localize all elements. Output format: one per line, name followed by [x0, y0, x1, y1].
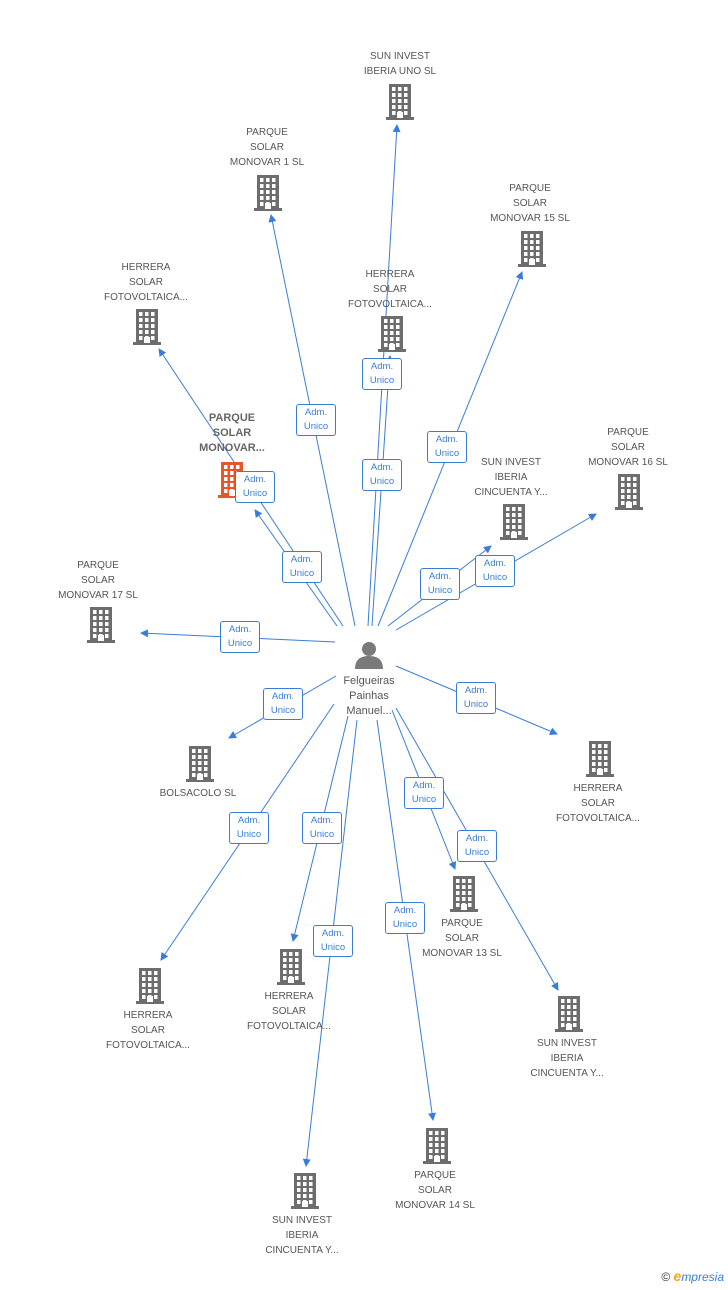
role-line-1: Adm. — [271, 691, 295, 702]
role-line-2: Unico — [227, 638, 253, 649]
role-badge-n11[interactable]: Adm. Unico — [456, 682, 496, 714]
role-line-2: Unico — [309, 829, 335, 840]
person-name[interactable]: Felgueiras Painhas Manuel... — [343, 675, 395, 717]
company-label-n3[interactable]: PARQUE SOLAR MONOVAR 15 SL — [490, 183, 570, 224]
role-badge-n2[interactable]: Adm. Unico — [296, 404, 336, 436]
building-icon[interactable] — [378, 316, 406, 352]
role-line-2: Unico — [369, 476, 395, 487]
company-label-n1[interactable]: SUN INVEST IBERIA UNO SL — [363, 51, 437, 77]
building-icon[interactable] — [518, 231, 546, 267]
building-icon[interactable] — [586, 741, 614, 777]
role-line-1: Adm. — [304, 407, 328, 418]
role-badge-n15[interactable]: Adm. Unico — [457, 830, 497, 862]
building-icon[interactable] — [615, 474, 643, 510]
building-icon[interactable] — [555, 996, 583, 1032]
company-label-n5[interactable]: HERRERA SOLAR FOTOVOLTAICA... — [348, 269, 432, 310]
brand-logo-text: mpresia — [681, 1270, 724, 1284]
company-label-n2[interactable]: PARQUE SOLAR MONOVAR 1 SL — [229, 127, 305, 168]
building-icon[interactable] — [277, 949, 305, 985]
role-badge-n16[interactable]: Adm. Unico — [385, 902, 425, 934]
role-line-1: Adm. — [290, 554, 314, 565]
role-line-1: Adm. — [243, 474, 267, 485]
company-label-n6[interactable]: PARQUE SOLAR MONOVAR... — [199, 412, 265, 454]
building-icon[interactable] — [254, 175, 282, 211]
role-line-2: Unico — [392, 919, 418, 930]
company-label-n7[interactable]: PARQUE SOLAR MONOVAR 16 SL — [588, 427, 668, 468]
role-line-1: Adm. — [370, 361, 394, 372]
role-badge-n3[interactable]: Adm. Unico — [427, 431, 467, 463]
building-icon[interactable] — [423, 1128, 451, 1164]
building-icon[interactable] — [500, 504, 528, 540]
role-badge-n14[interactable]: Adm. Unico — [302, 812, 342, 844]
company-label-n14[interactable]: HERRERA SOLAR FOTOVOLTAICA... — [247, 991, 331, 1032]
role-badge-n17[interactable]: Adm. Unico — [313, 925, 353, 957]
role-line-2: Unico — [303, 421, 329, 432]
company-label-n12[interactable]: PARQUE SOLAR MONOVAR 13 SL — [422, 918, 502, 959]
role-line-1: Adm. — [428, 571, 452, 582]
company-label-n9[interactable]: PARQUE SOLAR MONOVAR 17 SL — [58, 560, 138, 601]
building-icon[interactable] — [386, 84, 414, 120]
role-line-1: Adm. — [465, 833, 489, 844]
role-line-2: Unico — [369, 375, 395, 386]
building-icon[interactable] — [186, 746, 214, 782]
role-badge-n9[interactable]: Adm. Unico — [220, 621, 260, 653]
building-icon[interactable] — [133, 309, 161, 345]
role-badge-n8[interactable]: Adm. Unico — [420, 568, 460, 600]
company-label-n10[interactable]: BOLSACOLO SL — [159, 788, 237, 799]
building-icon[interactable] — [87, 607, 115, 643]
edge-line-n5 — [371, 355, 394, 627]
role-line-1: Adm. — [464, 685, 488, 696]
role-line-2: Unico — [427, 585, 453, 596]
role-line-1: Adm. — [310, 815, 334, 826]
role-line-1: Adm. — [321, 928, 345, 939]
company-label-n11[interactable]: HERRERA SOLAR FOTOVOLTAICA... — [556, 783, 640, 824]
company-label-n4[interactable]: HERRERA SOLAR FOTOVOLTAICA... — [104, 262, 188, 303]
role-badge-n6[interactable]: Adm. Unico — [282, 551, 322, 583]
role-line-2: Unico — [434, 448, 460, 459]
role-line-2: Unico — [270, 705, 296, 716]
role-line-1: Adm. — [228, 624, 252, 635]
company-label-n15[interactable]: SUN INVEST IBERIA CINCUENTA Y... — [530, 1038, 604, 1079]
person-icon[interactable] — [354, 640, 384, 670]
role-line-1: Adm. — [393, 905, 417, 916]
footer-brand: © empresia — [661, 1268, 724, 1284]
building-icon[interactable] — [291, 1173, 319, 1209]
role-line-2: Unico — [242, 488, 268, 499]
role-line-1: Adm. — [370, 462, 394, 473]
company-label-n16[interactable]: PARQUE SOLAR MONOVAR 14 SL — [395, 1170, 475, 1211]
role-badge-n7[interactable]: Adm. Unico — [475, 555, 515, 587]
copyright-symbol: © — [661, 1270, 671, 1284]
building-icon[interactable] — [450, 876, 478, 912]
role-badge-n5[interactable]: Adm. Unico — [362, 358, 402, 390]
role-line-2: Unico — [411, 794, 437, 805]
role-badge-n13[interactable]: Adm. Unico — [229, 812, 269, 844]
role-line-1: Adm. — [237, 815, 261, 826]
role-badge-n4[interactable]: Adm. Unico — [235, 471, 275, 503]
role-badge-n10[interactable]: Adm. Unico — [263, 688, 303, 720]
role-line-2: Unico — [482, 572, 508, 583]
role-badge-n1[interactable]: Adm. Unico — [362, 459, 402, 491]
company-label-n8[interactable]: SUN INVEST IBERIA CINCUENTA Y... — [474, 457, 548, 498]
role-line-1: Adm. — [435, 434, 459, 445]
role-line-2: Unico — [289, 568, 315, 579]
role-line-2: Unico — [464, 847, 490, 858]
role-line-2: Unico — [463, 699, 489, 710]
company-label-n17[interactable]: SUN INVEST IBERIA CINCUENTA Y... — [265, 1215, 339, 1256]
role-line-2: Unico — [236, 829, 262, 840]
role-line-1: Adm. — [483, 558, 507, 569]
role-badge-n12[interactable]: Adm. Unico — [404, 777, 444, 809]
company-label-n13[interactable]: HERRERA SOLAR FOTOVOLTAICA... — [106, 1010, 190, 1051]
building-icon[interactable] — [136, 968, 164, 1004]
role-line-2: Unico — [320, 942, 346, 953]
brand-logo-e: e — [673, 1268, 682, 1284]
role-line-1: Adm. — [412, 780, 436, 791]
